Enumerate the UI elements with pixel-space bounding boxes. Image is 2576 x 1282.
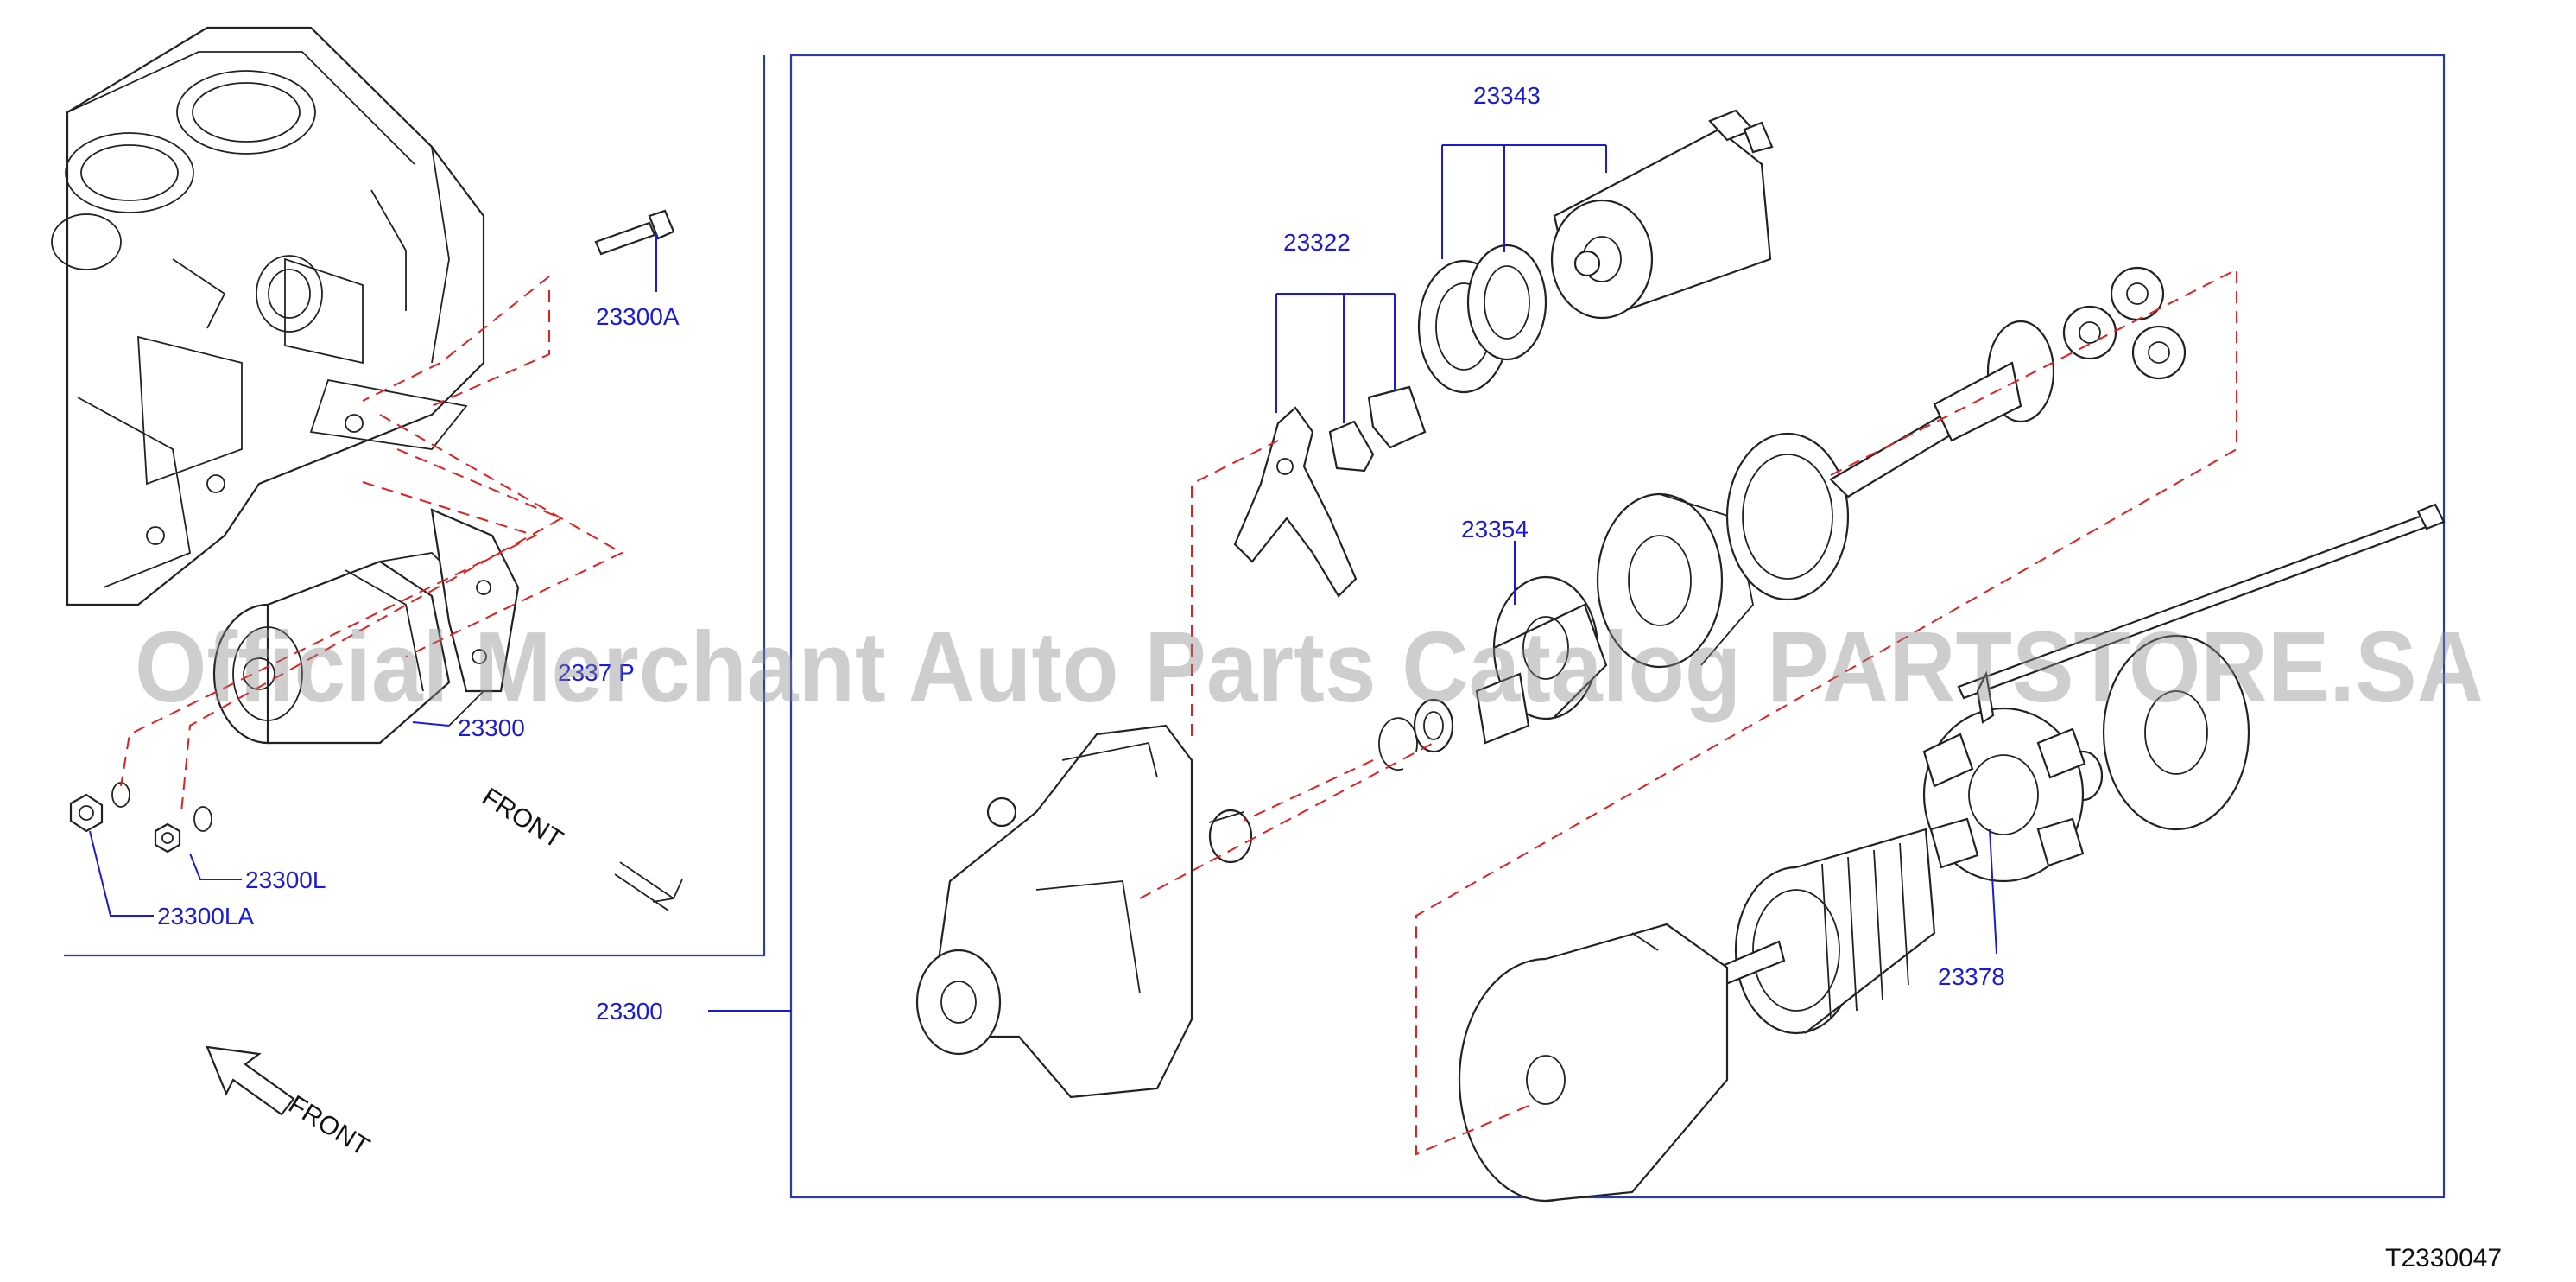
brush-holder-23378-drawing — [1922, 670, 2086, 883]
callout-2337p: 2337 P — [558, 659, 635, 686]
internal-gear-drawing — [1725, 432, 1850, 601]
callout-23300-small: 23300 — [458, 714, 525, 741]
lever-seal-drawing — [1328, 420, 1375, 473]
watermark: Official Merchant Auto Parts Catalog PAR… — [135, 611, 2484, 723]
callout-23300a: 23300A — [596, 303, 680, 330]
front-arrow-upper-icon — [614, 861, 683, 911]
leader-23300-small — [412, 721, 450, 727]
leader-23300la — [89, 830, 154, 917]
callout-23322: 23322 — [1283, 229, 1351, 256]
shift-lever-drawing — [1233, 406, 1358, 598]
lever-plate-drawing — [1367, 385, 1427, 449]
gasket-small-drawing — [1466, 244, 1547, 361]
front-label-lower: FRONT — [283, 1090, 374, 1162]
callout-23354: 23354 — [1461, 516, 1529, 543]
armature-drawing — [1717, 828, 1936, 1035]
engine-block-drawing — [51, 26, 485, 606]
planetary-gear-1-drawing — [2062, 305, 2117, 360]
left-panel-frame — [64, 55, 766, 957]
callout-23300la: 23300LA — [157, 903, 254, 930]
bushing-front-drawing — [1208, 809, 1253, 864]
diagram-code: T2330047 — [2385, 1244, 2502, 1272]
washer-right-drawing — [193, 806, 212, 832]
pinion-shaft-drawing — [1829, 320, 2055, 498]
front-housing-drawing — [915, 724, 1193, 1099]
planetary-gear-3-drawing — [2131, 325, 2187, 380]
callout-23300l: 23300L — [245, 866, 326, 893]
leader-23322 — [1275, 293, 1396, 423]
stop-collar-drawing — [1413, 698, 1454, 753]
bolt-23300a-drawing — [594, 209, 675, 256]
leader-23300l — [189, 853, 242, 880]
leader-23343 — [1441, 144, 1607, 259]
overrunning-clutch-23354-drawing — [1475, 575, 1608, 745]
callout-23378: 23378 — [1938, 963, 2005, 990]
planetary-gear-2-drawing — [2110, 266, 2165, 321]
retaining-ring-drawing — [1378, 717, 1418, 771]
callout-23343: 23343 — [1473, 82, 1541, 109]
washer-left-drawing — [111, 782, 130, 808]
solenoid-23343-drawing — [1550, 109, 1774, 320]
through-bolt-drawing — [1957, 503, 2446, 700]
right-panel-frame — [789, 54, 2446, 1199]
nut-23300l-drawing — [154, 822, 181, 854]
front-label-upper: FRONT — [477, 783, 567, 854]
leader-23378 — [1989, 828, 1997, 955]
front-arrow-lower-icon — [206, 1045, 295, 1116]
nut-23300la-drawing — [69, 793, 104, 833]
callout-23300-main: 23300 — [596, 998, 663, 1025]
assembly-guide-lines — [120, 268, 2237, 1156]
yoke-housing-drawing — [1458, 923, 1729, 1203]
